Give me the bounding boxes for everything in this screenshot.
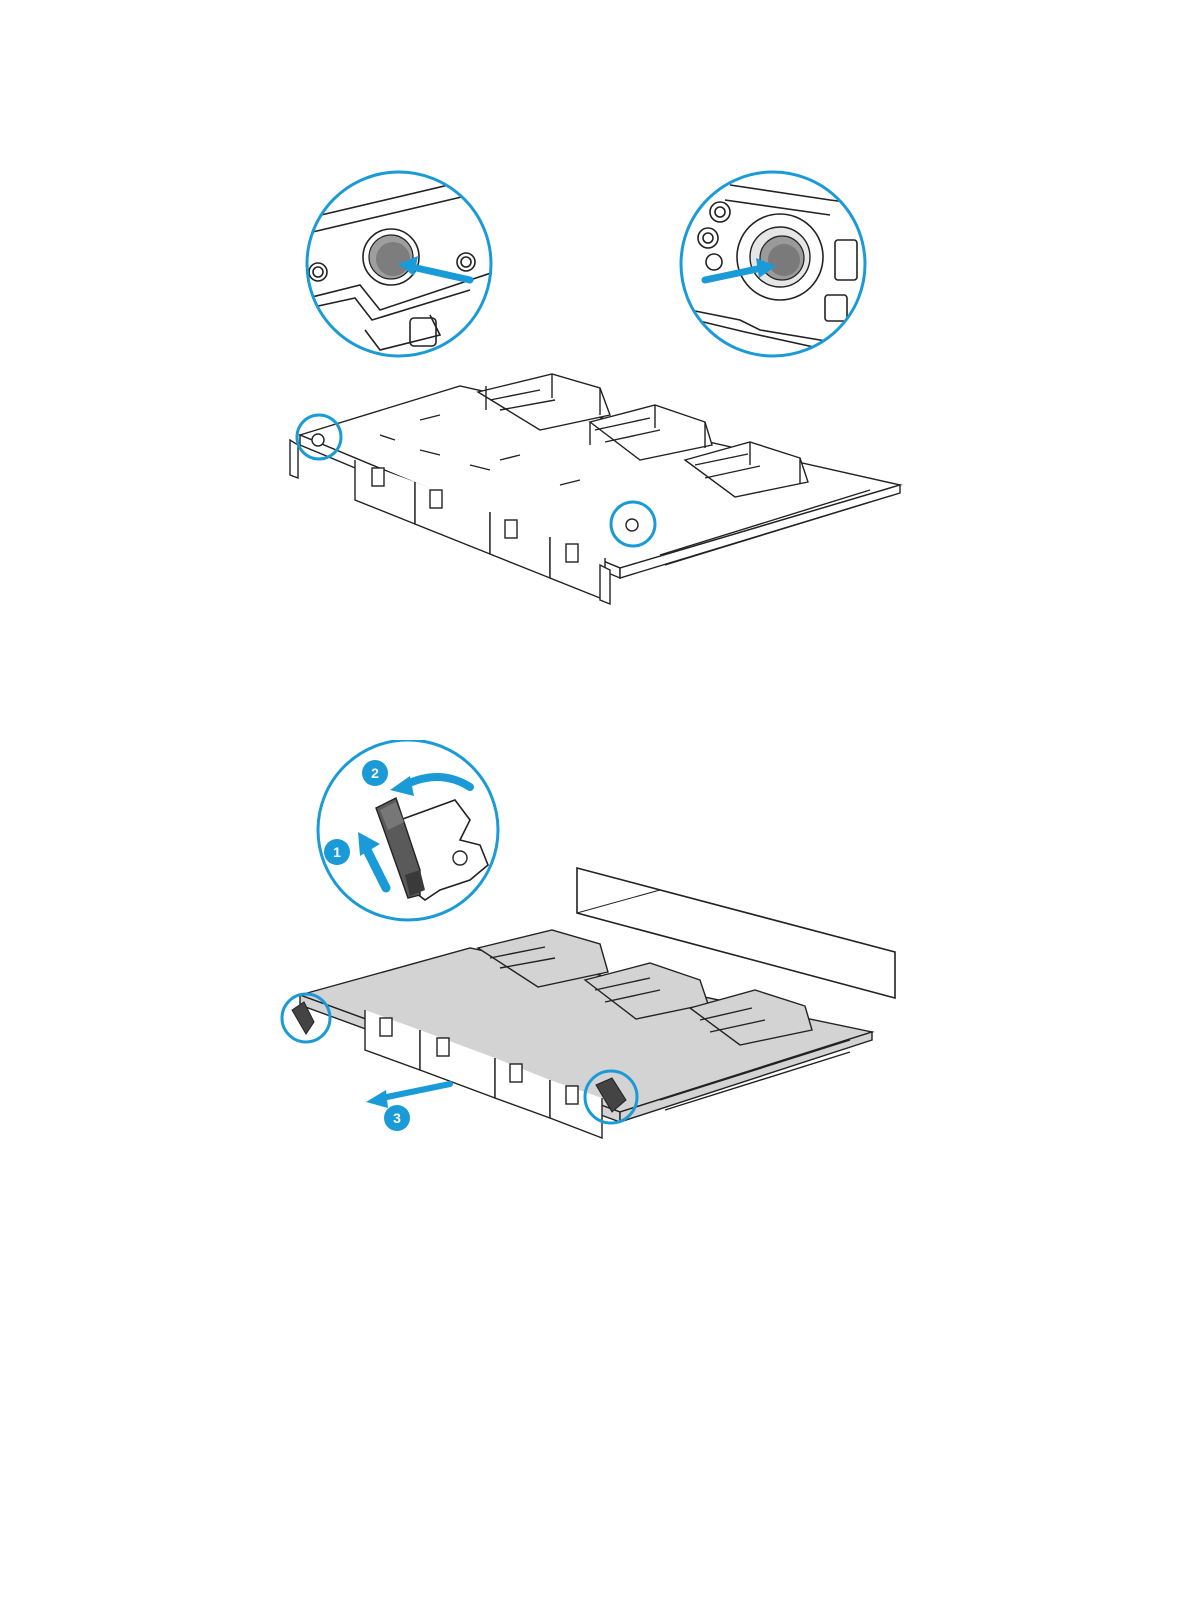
latch-bracket-icon	[376, 798, 488, 900]
figure-bottom-svg: 1 2	[0, 740, 1190, 1160]
callout-latch-closeup	[318, 740, 498, 920]
lift-arrow-icon	[358, 832, 386, 888]
pull-arrow-icon	[366, 1084, 450, 1108]
callout-right-closeup	[681, 172, 870, 356]
step-badge-1: 1	[324, 839, 350, 865]
figure-top-svg	[0, 160, 1190, 610]
step-badge-2: 2	[362, 760, 388, 786]
figure-press-release-buttons	[0, 160, 1190, 610]
step-number-2: 2	[371, 765, 379, 781]
server-chassis-drawing	[290, 374, 900, 604]
step-number-3: 3	[393, 1110, 401, 1126]
push-button-icon	[363, 229, 419, 285]
step-number-1: 1	[333, 844, 341, 860]
rotate-arrow-icon	[390, 776, 470, 796]
step-badge-3: 3	[384, 1105, 410, 1131]
figure-release-latches-and-pull: 1 2	[0, 740, 1190, 1160]
callout-left-closeup	[300, 172, 500, 356]
push-button-icon	[737, 214, 823, 300]
